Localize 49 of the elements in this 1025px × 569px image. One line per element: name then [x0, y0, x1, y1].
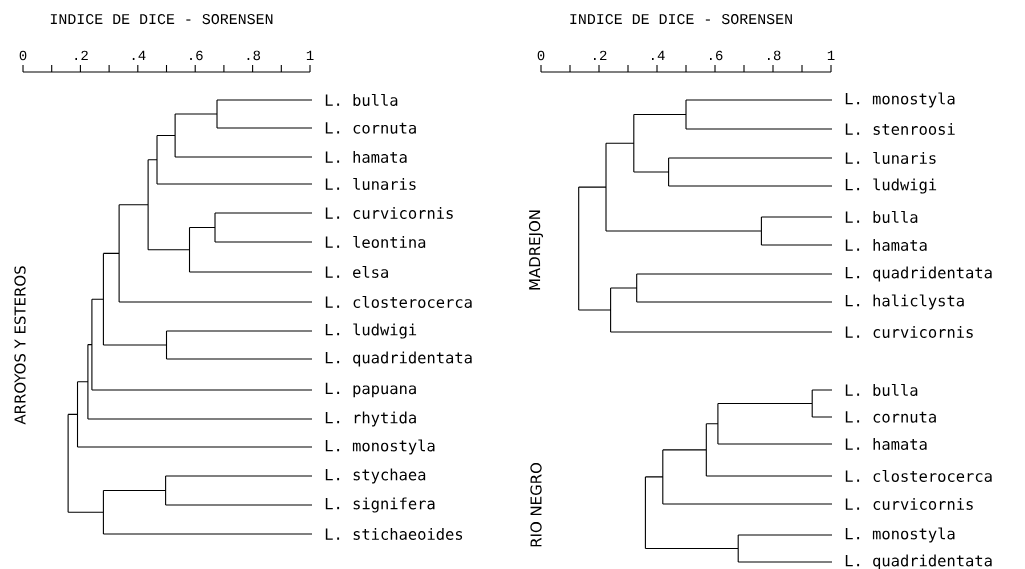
- tick-label: .2: [594, 50, 607, 60]
- species-label: L. elsa: [325, 266, 388, 278]
- group-label: ARROYOS Y ESTEROS: [14, 266, 26, 425]
- tick-label: .4: [652, 50, 665, 60]
- tick-label: .2: [75, 50, 88, 60]
- species-label: L. cornuta: [845, 411, 936, 423]
- species-label: L. lunaris: [845, 152, 936, 164]
- species-label: L. ludwigi: [325, 323, 417, 339]
- species-label: L. hamata: [325, 151, 407, 163]
- species-label: L. stychaea: [325, 468, 426, 484]
- species-label: L. leontina: [325, 236, 426, 248]
- tick-label: .8: [247, 50, 261, 61]
- species-label: L. hamata: [845, 438, 927, 450]
- species-label: L. monostyla: [325, 439, 435, 455]
- group-label: MADREJON: [528, 210, 544, 290]
- species-label: L. monostyla: [845, 92, 955, 108]
- species-label: L. signifera: [325, 497, 435, 513]
- tick-label: .8: [768, 50, 781, 61]
- tick-label: 0: [537, 50, 545, 61]
- species-label: L. ludwigi: [845, 178, 937, 194]
- species-label: L. rhytida: [325, 411, 416, 427]
- species-label: L. curvicornis: [845, 326, 973, 338]
- tick-label: 0: [19, 50, 27, 61]
- species-label: L. lunaris: [325, 178, 416, 190]
- species-label: L. quadridentata: [845, 266, 992, 282]
- species-label: L. curvicornis: [325, 207, 453, 219]
- species-label: L. closterocerca: [845, 470, 992, 482]
- species-label: L. stenroosi: [845, 123, 955, 135]
- species-label: L. stichaeoides: [325, 528, 463, 540]
- species-label: L. papuana: [325, 382, 416, 398]
- axis-title: INDICE DE DICE - SORENSEN: [50, 14, 273, 25]
- species-label: L. bulla: [845, 384, 918, 396]
- tick-label: .4: [132, 50, 146, 60]
- species-label: L. cornuta: [325, 122, 416, 134]
- axis-title: INDICE DE DICE - SORENSEN: [570, 14, 792, 25]
- species-label: L. curvicornis: [845, 498, 973, 510]
- group-label: RIO NEGRO: [530, 463, 542, 547]
- tick-label: 1: [827, 50, 835, 60]
- tick-label: .6: [190, 50, 203, 61]
- species-label: L. bulla: [845, 211, 918, 223]
- species-label: L. quadridentata: [325, 351, 472, 367]
- species-label: L. hamata: [845, 239, 927, 251]
- species-label: L. closterocerca: [325, 296, 472, 308]
- tick-label: .6: [710, 50, 723, 61]
- species-label: L. quadridentata: [845, 554, 992, 569]
- species-label: L. monostyla: [845, 527, 955, 543]
- species-label: L. bulla: [325, 94, 398, 106]
- tick-label: 1: [306, 50, 314, 60]
- species-label: L. haliclysta: [845, 294, 964, 310]
